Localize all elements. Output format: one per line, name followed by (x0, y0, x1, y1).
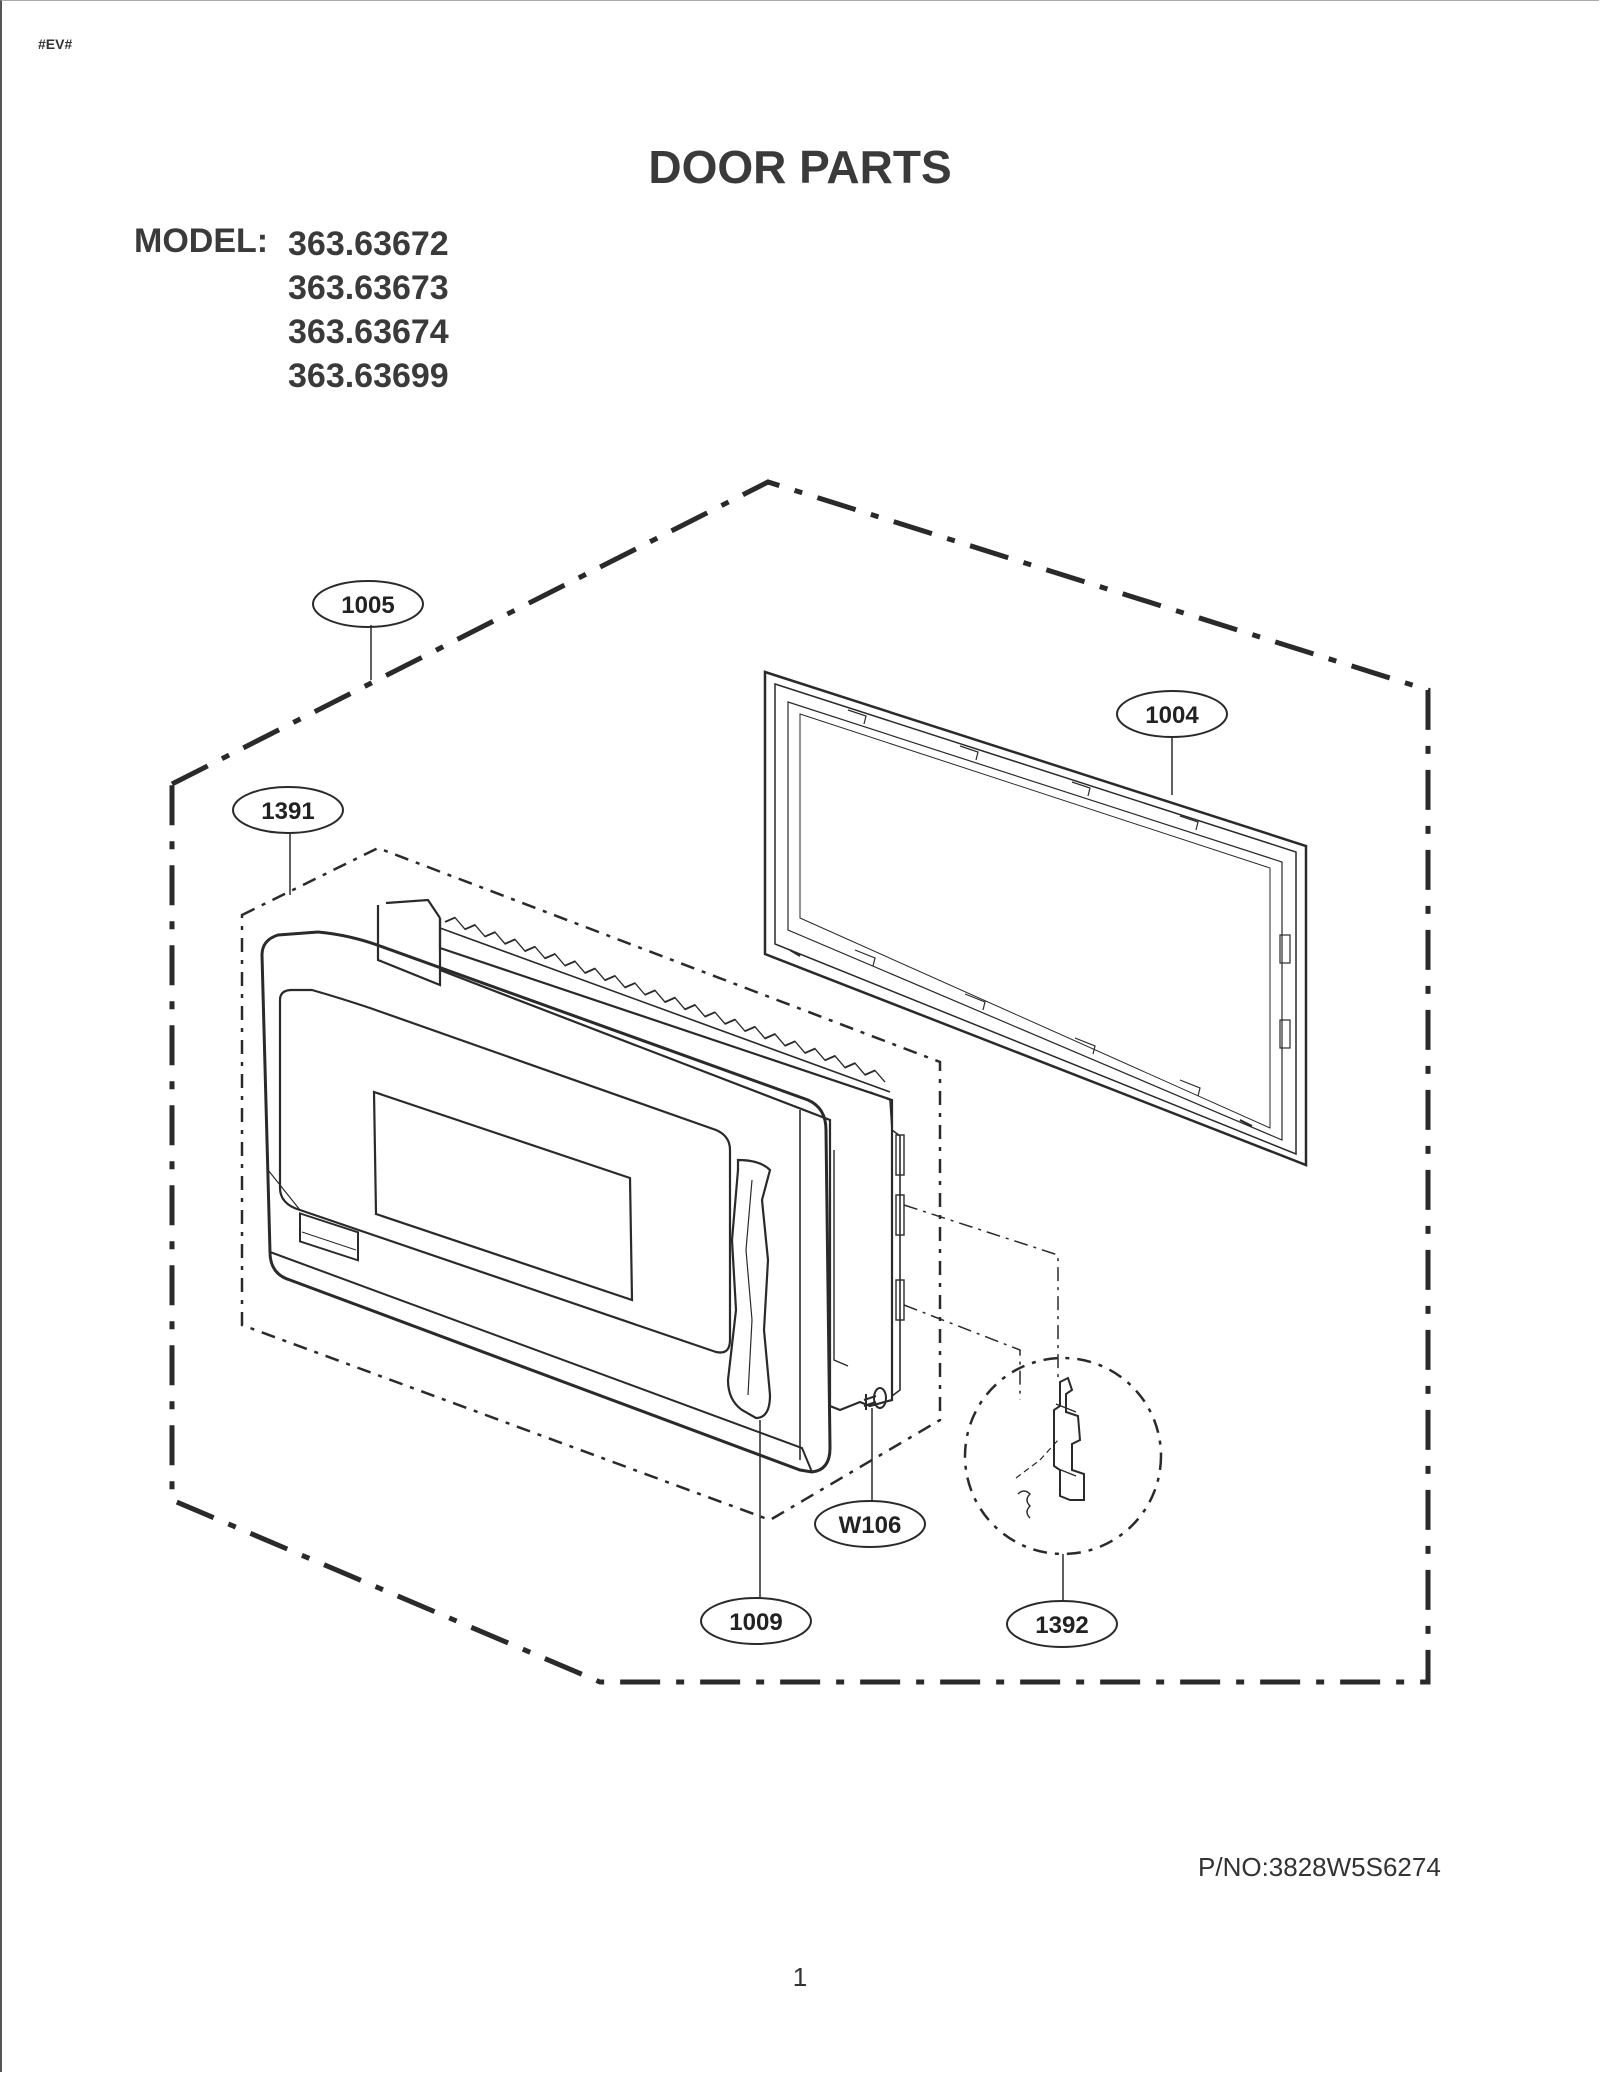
callout-bubble-1392 (1006, 1600, 1118, 1648)
model-number: 363.63699 (288, 357, 449, 395)
connector-line (903, 1304, 1021, 1400)
page-number: 1 (792, 1962, 808, 1992)
door-assembly-boundary-1391 (240, 846, 942, 1522)
assembly-boundary-1005 (169, 479, 1431, 1685)
choke-frame-1004 (763, 670, 1308, 1167)
screw-w106 (863, 1387, 887, 1502)
callout-label-1392: 1392 (1035, 1612, 1088, 1639)
document-code: #EV# (38, 36, 73, 52)
callout-bubble-1009 (700, 1597, 812, 1645)
connector-line (903, 1204, 1059, 1380)
callout-bubble-1005 (312, 580, 424, 628)
callout-label-1009: 1009 (729, 1609, 782, 1636)
callout-label-1391: 1391 (261, 798, 314, 825)
callout-label-1005: 1005 (341, 592, 394, 619)
model-number: 363.63672 (288, 225, 449, 263)
callout-label-1004: 1004 (1145, 702, 1199, 729)
callout-bubble-w106 (814, 1500, 926, 1548)
model-label: MODEL: (134, 222, 269, 260)
model-number: 363.63674 (288, 313, 449, 351)
model-number: 363.63673 (288, 269, 449, 307)
model-number-list: 363.63672 363.63673 363.63674 363.63699 (288, 222, 449, 398)
callout-bubble-1004 (1116, 690, 1228, 738)
page-title: DOOR PARTS (648, 141, 952, 193)
door-front-panel-1009 (260, 930, 832, 1474)
callout-bubble-1391 (232, 786, 344, 834)
latch-detail-1392 (963, 1356, 1163, 1602)
callout-label-w106: W106 (839, 1512, 902, 1539)
part-number: P/NO:3828W5S6274 (1198, 1852, 1441, 1882)
